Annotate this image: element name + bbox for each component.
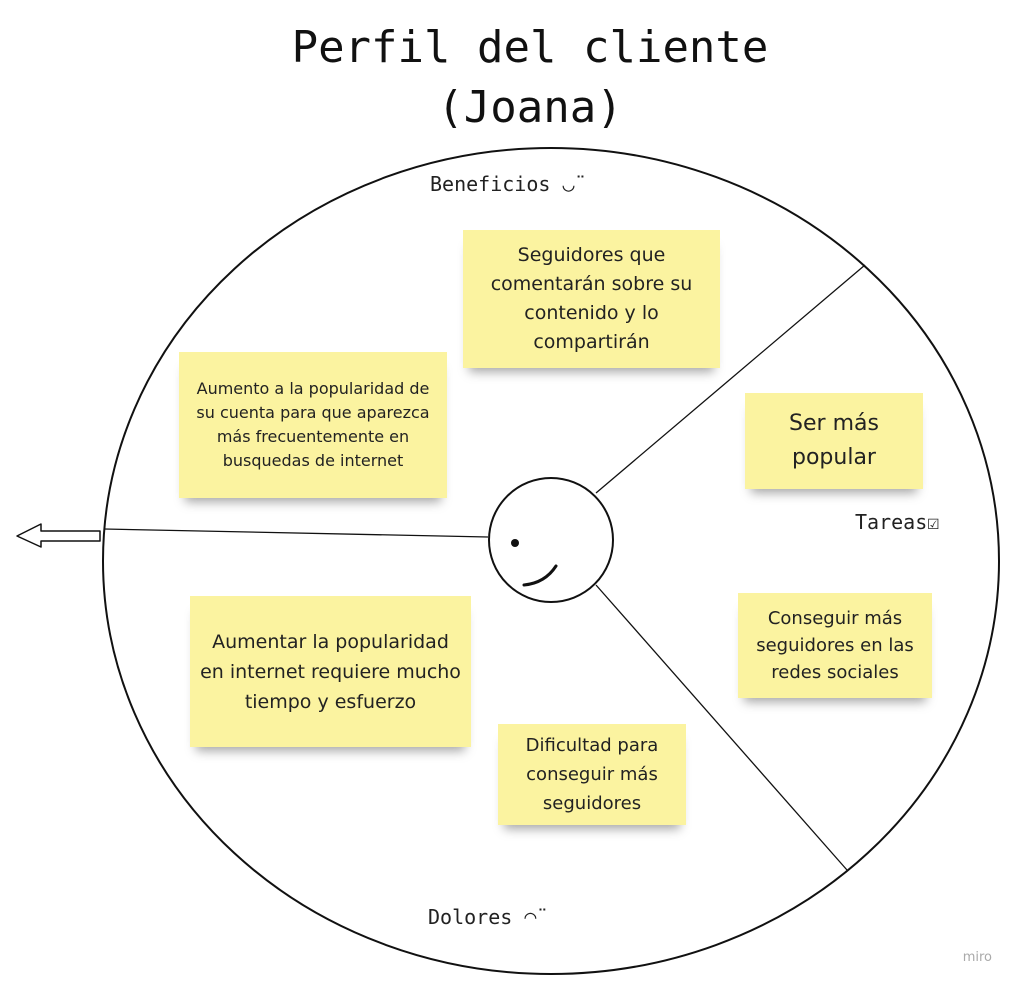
arrow-left-icon <box>16 523 101 548</box>
face-circle <box>488 477 614 603</box>
title-line-1: Perfil del cliente <box>291 22 769 73</box>
divider-bottom-right <box>595 584 848 871</box>
divider-left <box>103 528 489 538</box>
title-line-2: (Joana) <box>437 82 623 133</box>
sticky-note-beneficio-2[interactable]: Aumento a la popularidad de su cuenta pa… <box>179 352 447 498</box>
label-tareas: Tareas☑ <box>855 510 940 534</box>
sticky-note-tarea-1[interactable]: Ser más popular <box>745 393 923 489</box>
page-title: Perfil del cliente (Joana) <box>250 18 810 138</box>
miro-watermark: miro <box>962 950 992 965</box>
sticky-note-beneficio-1[interactable]: Seguidores que comentarán sobre su conte… <box>463 230 720 368</box>
outer-circle <box>102 147 1000 975</box>
label-dolores: Dolores ◠̈ <box>428 905 537 929</box>
label-beneficios: Beneficios ◡̈ <box>430 172 575 196</box>
sticky-note-tarea-2[interactable]: Conseguir más seguidores en las redes so… <box>738 593 932 698</box>
face-eye <box>511 539 519 547</box>
divider-top-right <box>595 264 866 494</box>
face-smile <box>522 564 558 587</box>
sticky-note-dolor-2[interactable]: Dificultad para conseguir más seguidores <box>498 724 686 825</box>
sticky-note-dolor-1[interactable]: Aumentar la popularidad en internet requ… <box>190 596 471 747</box>
